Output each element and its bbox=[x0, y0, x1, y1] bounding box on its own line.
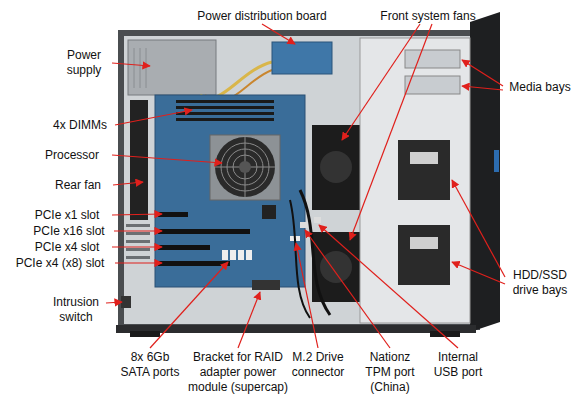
pcie-slots bbox=[158, 212, 250, 266]
power-cable bbox=[200, 62, 272, 98]
motherboard bbox=[155, 95, 305, 287]
chipset bbox=[262, 205, 276, 219]
usb-port bbox=[314, 217, 321, 223]
intrusion-switch bbox=[121, 296, 131, 308]
foot bbox=[130, 331, 160, 337]
drive-cage bbox=[360, 38, 470, 323]
chassis-interior bbox=[124, 36, 472, 324]
part-label: Media bays bbox=[500, 80, 580, 95]
power-supply-unit bbox=[128, 40, 216, 95]
bezel-accent bbox=[494, 150, 499, 172]
tray-handle bbox=[410, 152, 438, 164]
cable bbox=[290, 200, 310, 318]
part-label: PCIe x4 slot bbox=[22, 240, 112, 255]
part-label: Power distribution board bbox=[177, 9, 347, 24]
part-label: Front system fans bbox=[368, 9, 488, 24]
chassis-frame bbox=[118, 30, 480, 330]
fan-grille bbox=[215, 137, 275, 197]
psu-vents bbox=[134, 48, 146, 88]
part-label: PCIe x4 (x8) slot bbox=[5, 256, 115, 271]
cable bbox=[300, 190, 330, 315]
part-label: PCIe x1 slot bbox=[22, 208, 112, 223]
drive-tray bbox=[398, 140, 450, 200]
part-label: M.2 Drive connector bbox=[286, 350, 350, 380]
leader-lines bbox=[106, 24, 505, 348]
system-fan bbox=[312, 125, 360, 210]
drive-tray bbox=[398, 225, 450, 285]
media-bay bbox=[405, 50, 460, 68]
part-label: Power supply bbox=[56, 48, 112, 78]
part-label: 8x 6Gb SATA ports bbox=[117, 350, 183, 380]
fan-rotor bbox=[320, 151, 352, 183]
power-distribution-board bbox=[272, 42, 332, 74]
rear-fan bbox=[130, 100, 148, 220]
cpu-fan bbox=[215, 137, 275, 197]
part-label: PCIe x16 slot bbox=[24, 224, 114, 239]
tpm-port bbox=[300, 222, 308, 228]
part-label: 4x DIMMs bbox=[45, 118, 115, 133]
part-label: Bracket for RAID adapter power module (s… bbox=[183, 350, 293, 395]
front-bezel bbox=[470, 12, 500, 332]
part-label: Rear fan bbox=[43, 178, 113, 193]
raid-bracket bbox=[252, 280, 280, 290]
part-label: Processor bbox=[32, 148, 112, 163]
fan-hub bbox=[239, 161, 251, 173]
part-label: Internal USB port bbox=[429, 350, 487, 380]
sata-ports bbox=[222, 250, 252, 260]
part-label: Intrusion switch bbox=[46, 295, 106, 325]
part-label: Nationz TPM port (China) bbox=[360, 350, 420, 395]
slot-brackets bbox=[126, 224, 150, 259]
fan-rotor bbox=[320, 251, 352, 283]
part-label: HDD/SSD drive bays bbox=[505, 268, 575, 298]
media-bay bbox=[405, 76, 460, 94]
heatsink bbox=[210, 135, 280, 200]
tray-handle bbox=[410, 237, 438, 249]
